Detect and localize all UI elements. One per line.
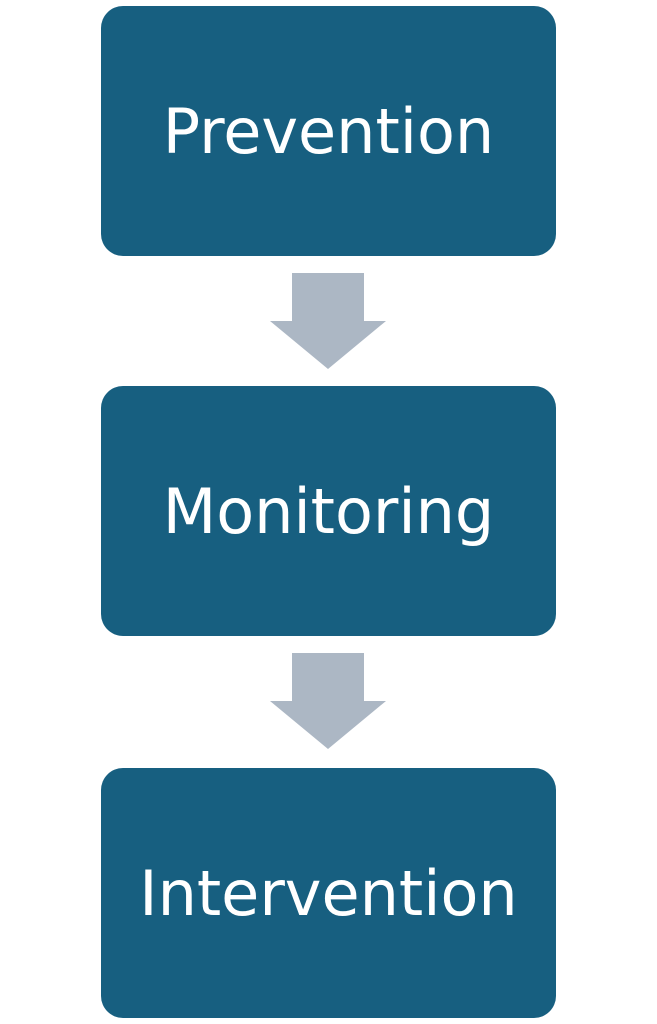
step-label-intervention: Intervention [139,856,518,930]
step-label-monitoring: Monitoring [162,474,495,548]
down-arrow-icon [270,653,386,749]
step-box-intervention: Intervention [101,768,556,1018]
step-box-monitoring: Monitoring [101,386,556,636]
step-box-prevention: Prevention [101,6,556,256]
down-arrow-icon [270,273,386,369]
step-label-prevention: Prevention [162,94,495,168]
